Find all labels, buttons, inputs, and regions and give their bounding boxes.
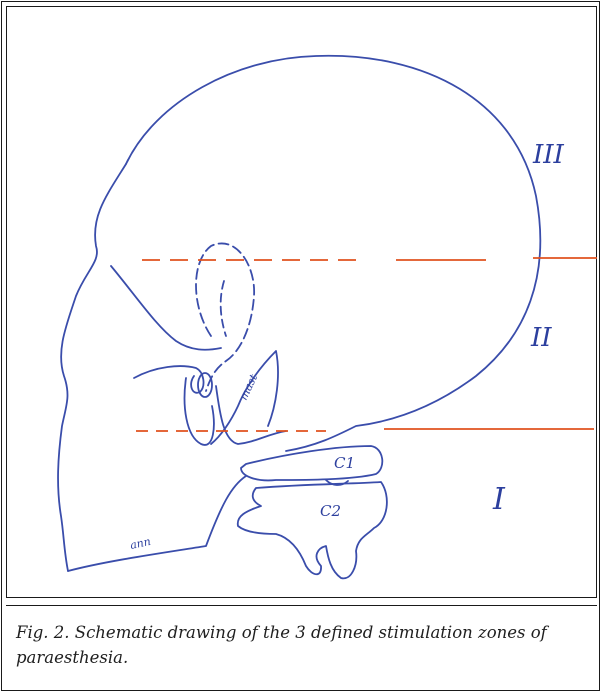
skull-diagram: III II I C1 C2 mast ann [6,6,597,598]
ear-outline [196,243,254,391]
caption-box: Fig. 2. Schematic drawing of the 3 defin… [6,605,597,687]
face-profile [58,164,126,571]
jaw-line [68,476,246,571]
orbit-curve [111,266,221,350]
vertebra-label-c2: C2 [320,502,341,520]
vertebra-c1 [241,446,382,480]
zone-label-i: I [492,482,506,517]
handwritten-note-ann: ann [129,535,152,552]
ear-canal-loop [134,366,203,393]
zone-label-ii: II [530,323,552,353]
figure-caption: Fig. 2. Schematic drawing of the 3 defin… [16,620,588,670]
vertebra-label-c1: C1 [334,454,355,472]
ear-canal [198,373,212,397]
cranium-outline [126,56,540,451]
zone-label-iii: III [532,140,565,170]
ear-inner [221,281,226,336]
vertebra-c2 [238,482,387,578]
handwritten-note-mast: mast [237,372,260,403]
